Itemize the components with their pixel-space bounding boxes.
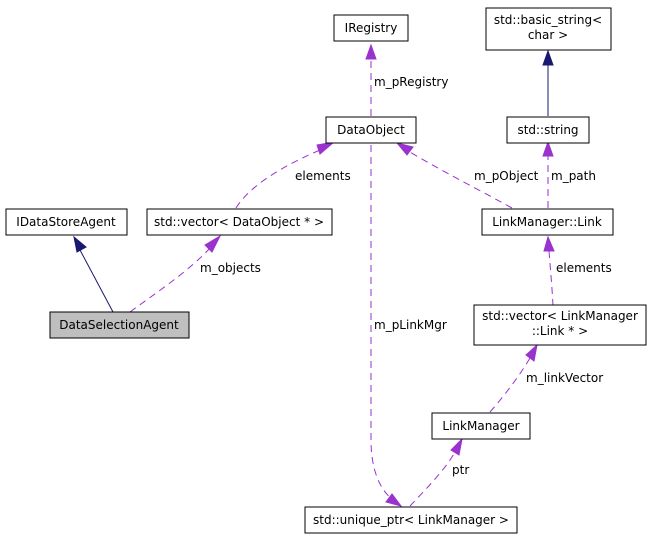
node-std-string[interactable]: std::string: [506, 116, 590, 144]
node-data-selection-agent-label: DataSelectionAgent: [59, 318, 179, 332]
label-m-plinkmgr: m_pLinkMgr: [374, 318, 447, 332]
node-link-manager[interactable]: LinkManager: [431, 412, 531, 440]
label-elements-link: elements: [556, 261, 612, 275]
label-elements-dataobject: elements: [295, 169, 351, 183]
node-link[interactable]: LinkManager::Link: [481, 208, 614, 236]
node-vector-link-line1: std::vector< LinkManager: [482, 309, 638, 323]
node-std-string-label: std::string: [517, 123, 578, 137]
edge-ptr: [409, 437, 463, 507]
node-basic-string-line1: std::basic_string<: [494, 13, 602, 27]
edge-m-pregistry: [365, 43, 377, 116]
node-unique-ptr[interactable]: std::unique_ptr< LinkManager >: [304, 506, 518, 534]
label-m-linkvector: m_linkVector: [526, 371, 603, 385]
edge-basic-string-inheritance: [542, 49, 554, 116]
edge-m-pobject: [395, 142, 513, 209]
node-basic-string-line2: char >: [528, 28, 568, 42]
node-vector-link[interactable]: std::vector< LinkManager ::Link * >: [473, 304, 647, 346]
label-m-objects: m_objects: [200, 261, 261, 275]
label-ptr: ptr: [452, 463, 469, 477]
node-unique-ptr-label: std::unique_ptr< LinkManager >: [313, 513, 509, 527]
node-idatastore-agent[interactable]: IDataStoreAgent: [5, 208, 128, 236]
label-m-pregistry: m_pRegistry: [374, 75, 448, 89]
node-data-object-label: DataObject: [337, 123, 405, 137]
node-vector-link-line2: ::Link * >: [532, 324, 588, 338]
node-vector-dataobject[interactable]: std::vector< DataObject * >: [146, 208, 333, 236]
node-vector-dataobject-label: std::vector< DataObject * >: [154, 215, 324, 229]
edge-m-path: [542, 140, 554, 208]
edge-m-linkvector: [489, 343, 538, 413]
node-idatastore-agent-label: IDataStoreAgent: [16, 215, 116, 229]
edge-m-objects: [129, 234, 222, 313]
node-basic-string[interactable]: std::basic_string< char >: [485, 7, 612, 51]
node-link-manager-label: LinkManager: [442, 419, 519, 433]
edge-idatastoreagent-inheritance: [73, 235, 114, 313]
edge-elements-link: [543, 235, 555, 307]
edge-m-plinkmgr: [370, 145, 403, 507]
node-data-selection-agent[interactable]: DataSelectionAgent: [49, 311, 190, 339]
node-iregistry[interactable]: IRegistry: [333, 14, 409, 42]
node-iregistry-label: IRegistry: [345, 21, 398, 35]
node-data-object[interactable]: DataObject: [325, 116, 417, 144]
label-m-pobject: m_pObject: [474, 169, 539, 183]
node-link-label: LinkManager::Link: [492, 215, 602, 229]
label-m-path: m_path: [551, 169, 596, 183]
